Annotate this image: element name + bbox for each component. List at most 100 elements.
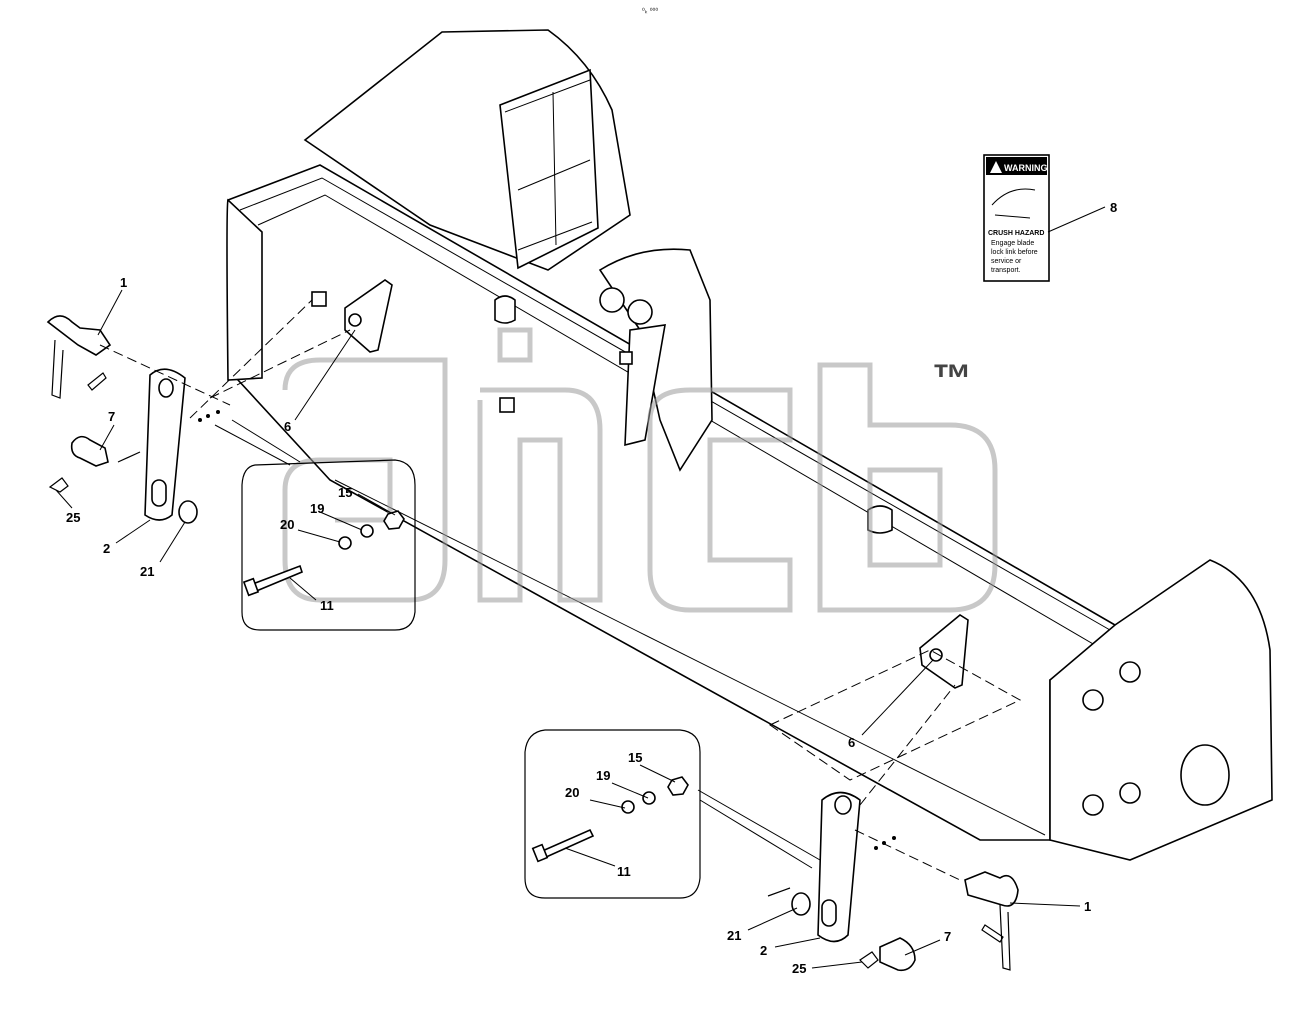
decal-border [983, 154, 1050, 282]
hardware-right-detail [531, 776, 689, 863]
pin-path-right [854, 829, 961, 881]
detail-bubble-right [524, 729, 701, 899]
washer-19-right [642, 791, 656, 805]
link-path-right [859, 684, 956, 806]
end-bolt-2 [1119, 661, 1141, 683]
lock-pin-1-left [46, 315, 112, 356]
end-large-hole [1180, 744, 1230, 806]
callout-25-left: 25 [66, 510, 80, 525]
pivot-arm [624, 324, 666, 447]
callout-6-left: 6 [284, 419, 291, 434]
cotter-25-right [859, 951, 879, 969]
link-top-hole-right [834, 795, 852, 815]
pin-clip-left [87, 372, 107, 391]
callout-19-right: 19 [596, 768, 610, 783]
decal-pictogram [991, 188, 1036, 219]
end-bolt-1 [1082, 689, 1104, 711]
lug-left-hole [348, 313, 362, 327]
decal-title: CRUSH HAZARD [988, 230, 1044, 237]
decal-line-2: lock link before [991, 249, 1038, 256]
callout-6-right: 6 [848, 735, 855, 750]
page-code: ⁰ₖ ⁰⁰⁰ [642, 7, 658, 15]
washer-21-right [791, 892, 811, 916]
decal-line-4: transport. [991, 267, 1021, 274]
lug-right [919, 614, 969, 689]
callout-2-right: 2 [760, 943, 767, 958]
blade-top-edge-inner [257, 194, 1101, 649]
callout-11-left: 11 [320, 598, 334, 613]
mount-plate-ribs [504, 79, 593, 251]
link-slot-right [821, 899, 837, 927]
end-bolt-3 [1082, 794, 1104, 816]
warning-triangle-icon [990, 161, 1002, 173]
bolt-head-left [242, 577, 260, 597]
callout-8: 8 [1110, 200, 1117, 215]
pivot-hole-1 [599, 287, 625, 313]
callout-19-left: 19 [310, 501, 324, 516]
decal-line-3: service or [991, 258, 1022, 265]
bolt-11-right [538, 828, 595, 860]
blade-bolt-2 [867, 505, 893, 534]
washer-20-left [338, 536, 352, 550]
decal-line-1: Engage blade [991, 240, 1034, 247]
nut-15-left [383, 510, 405, 530]
warning-decal: WARNING CRUSH HAZARD Engage blade lock l… [983, 154, 1050, 282]
link-slot-left [151, 479, 167, 507]
washer-19-left [360, 524, 374, 538]
callout-1-left: 1 [120, 275, 127, 290]
bolt-head-right [531, 843, 549, 863]
blade-tab-mid [499, 397, 515, 413]
blade-bottom-edge [334, 479, 1046, 836]
blade-tab-center [619, 351, 633, 365]
blade-bolt-1 [494, 295, 516, 324]
detail-leader-left [214, 419, 301, 466]
trademark-symbol: ™ [932, 357, 972, 401]
callout-7-left: 7 [108, 409, 115, 424]
callout-7-right: 7 [944, 929, 951, 944]
callout-25-right: 25 [792, 961, 806, 976]
pin-handle-right [999, 904, 1011, 971]
link-top-hole-left [158, 378, 174, 398]
pivot-hole-2 [627, 299, 653, 325]
mount-plate [499, 68, 599, 270]
detail-leader-right [697, 789, 821, 869]
link-path-left [189, 299, 313, 419]
callout-15-right: 15 [628, 750, 642, 765]
callout-2-left: 2 [103, 541, 110, 556]
blade-top-edge [239, 177, 1111, 631]
blade-assembly [226, 29, 1273, 861]
blade-tab-left [311, 291, 327, 307]
lock-pin-1-right [964, 871, 1019, 907]
link-path-right-2 [768, 649, 1022, 781]
callout-11-right: 11 [617, 864, 631, 879]
small-pin-left [117, 451, 141, 463]
callout-15-left: 15 [338, 485, 352, 500]
cotter-25-left [48, 477, 69, 493]
callout-21-left: 21 [140, 564, 154, 579]
washer-21-left [178, 500, 198, 524]
decal-header-bg [986, 157, 1047, 175]
callout-1-right: 1 [1084, 899, 1091, 914]
callout-20-left: 20 [280, 517, 294, 532]
end-bolt-4 [1119, 782, 1141, 804]
lug-left [344, 279, 393, 353]
decal-header-text: WARNING [1004, 163, 1048, 173]
pin-clip-right [981, 924, 1004, 943]
callout-21-right: 21 [727, 928, 741, 943]
clevis-pin-7-left [70, 435, 109, 467]
washer-20-right [621, 800, 635, 814]
hardware-left-detail [242, 510, 405, 597]
lug-right-hole [929, 648, 943, 662]
clevis-pin-7-right [879, 937, 916, 972]
right-lock-link-parts [767, 649, 1022, 972]
watermark-logo: ™ [282, 327, 998, 613]
pin-path-left [99, 344, 231, 406]
pin-handle-left [51, 339, 64, 399]
link-path-left-2 [209, 329, 351, 399]
small-pin-right [767, 887, 791, 897]
callout-labels: 1 7 25 2 21 6 15 19 20 11 8 6 15 19 20 1… [66, 200, 1117, 976]
callout-20-right: 20 [565, 785, 579, 800]
right-end-plate [1049, 559, 1273, 861]
